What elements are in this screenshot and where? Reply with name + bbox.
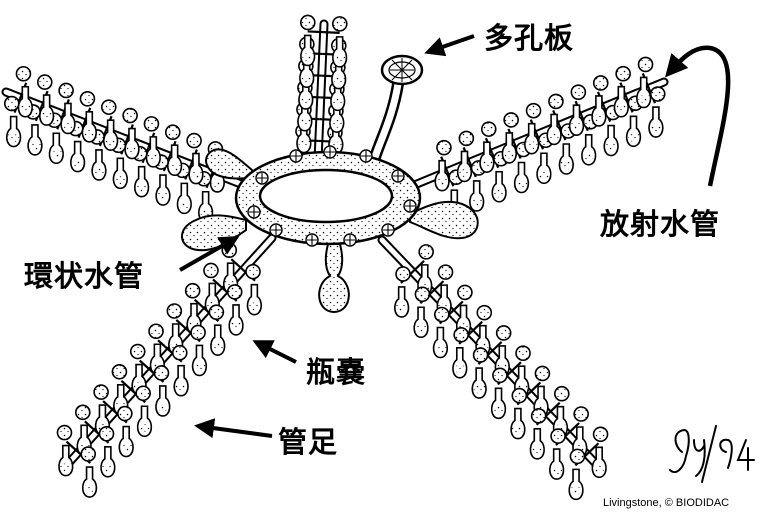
tiedemann-body xyxy=(359,149,373,163)
madreporite-plate xyxy=(380,54,424,86)
arm-lower-left xyxy=(56,233,277,498)
stone-canal xyxy=(366,78,404,172)
label-ring-canal: 環状水管 xyxy=(24,259,145,293)
label-ampulla: 瓶嚢 xyxy=(306,355,367,389)
label-tube-feet: 管足 xyxy=(278,425,339,459)
arm-upper-left xyxy=(1,65,251,223)
radial-canals xyxy=(1,14,669,501)
tiedemann-body xyxy=(381,223,395,237)
tiedemann-bodies xyxy=(247,145,417,247)
tiedemann-body xyxy=(269,223,283,237)
tiedemann-body xyxy=(403,199,417,213)
ring-canal xyxy=(234,145,422,247)
large-side-ampullae xyxy=(181,148,479,252)
image-credit: Livingstone, © BIODIDAC xyxy=(603,497,730,509)
tiedemann-body xyxy=(391,169,405,183)
label-radial-canal: 放射水管 xyxy=(600,207,721,241)
artist-signature xyxy=(669,425,755,483)
arm-upper-right xyxy=(407,56,669,222)
central-ampulla xyxy=(318,243,350,314)
tiedemann-body xyxy=(255,171,269,185)
tiedemann-body xyxy=(305,233,319,247)
tiedemann-body xyxy=(247,205,261,219)
tiedemann-body xyxy=(323,145,337,159)
tiedemann-body xyxy=(343,233,357,247)
label-madreporite: 多孔板 xyxy=(484,21,575,55)
tiedemann-body xyxy=(289,149,303,163)
arm-lower-right xyxy=(377,235,609,501)
pointer-arrows xyxy=(179,34,731,439)
